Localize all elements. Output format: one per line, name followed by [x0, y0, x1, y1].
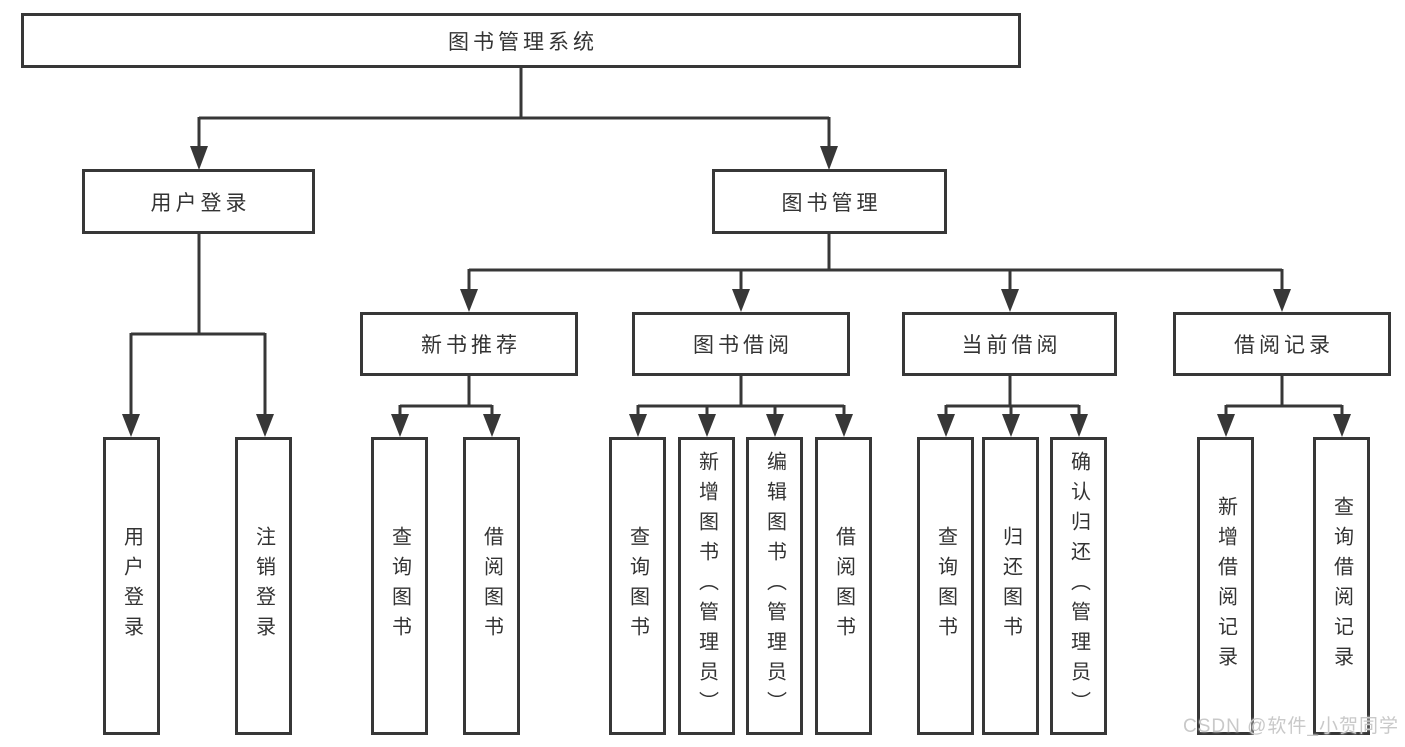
node-book-borrow: 图书借阅	[632, 312, 850, 376]
leaf-current-query-books: 查询图书	[917, 437, 974, 735]
leaf-recommend-query-books-label: 查询图书	[388, 526, 411, 646]
node-book-management-label: 图书管理	[781, 191, 882, 215]
node-borrow-record: 借阅记录	[1173, 312, 1391, 376]
node-user-login-label: 用户登录	[150, 191, 251, 215]
root-node-library-management-system: 图书管理系统	[21, 13, 1021, 68]
leaf-return-books-label: 归还图书	[999, 526, 1022, 646]
leaf-borrow-query-books: 查询图书	[609, 437, 666, 735]
leaf-query-borrow-record: 查询借阅记录	[1313, 437, 1370, 735]
leaf-add-borrow-record-label: 新增借阅记录	[1214, 496, 1237, 676]
leaf-logout-label: 注销登录	[252, 526, 275, 646]
leaf-confirm-return-admin: 确认归还（管理员）	[1050, 437, 1107, 735]
node-new-book-recommend: 新书推荐	[360, 312, 578, 376]
root-node-label: 图书管理系统	[448, 30, 598, 54]
leaf-user-login: 用户登录	[103, 437, 160, 735]
node-book-borrow-label: 图书借阅	[693, 334, 793, 357]
leaf-recommend-borrow-books: 借阅图书	[463, 437, 520, 735]
leaf-user-login-label: 用户登录	[120, 526, 143, 646]
node-book-management: 图书管理	[712, 169, 947, 234]
node-user-login: 用户登录	[82, 169, 315, 234]
leaf-query-borrow-record-label: 查询借阅记录	[1330, 496, 1353, 676]
leaf-edit-books-admin-label: 编辑图书（管理员）	[763, 451, 786, 721]
leaf-edit-books-admin: 编辑图书（管理员）	[746, 437, 803, 735]
leaf-recommend-borrow-books-label: 借阅图书	[480, 526, 503, 646]
leaf-return-books: 归还图书	[982, 437, 1039, 735]
leaf-add-books-admin: 新增图书（管理员）	[678, 437, 735, 735]
leaf-add-borrow-record: 新增借阅记录	[1197, 437, 1254, 735]
node-borrow-record-label: 借阅记录	[1234, 334, 1334, 357]
leaf-confirm-return-admin-label: 确认归还（管理员）	[1067, 451, 1090, 721]
leaf-borrow-books: 借阅图书	[815, 437, 872, 735]
arrowheads	[122, 146, 1351, 437]
leaf-borrow-books-label: 借阅图书	[832, 526, 855, 646]
node-current-borrow: 当前借阅	[902, 312, 1117, 376]
csdn-watermark: CSDN @软件_小贺同学	[1183, 716, 1399, 737]
leaf-logout: 注销登录	[235, 437, 292, 735]
leaf-add-books-admin-label: 新增图书（管理员）	[695, 451, 718, 721]
node-current-borrow-label: 当前借阅	[961, 334, 1062, 357]
leaf-current-query-books-label: 查询图书	[934, 526, 957, 646]
node-new-book-recommend-label: 新书推荐	[421, 334, 521, 357]
leaf-borrow-query-books-label: 查询图书	[626, 526, 649, 646]
leaf-recommend-query-books: 查询图书	[371, 437, 428, 735]
